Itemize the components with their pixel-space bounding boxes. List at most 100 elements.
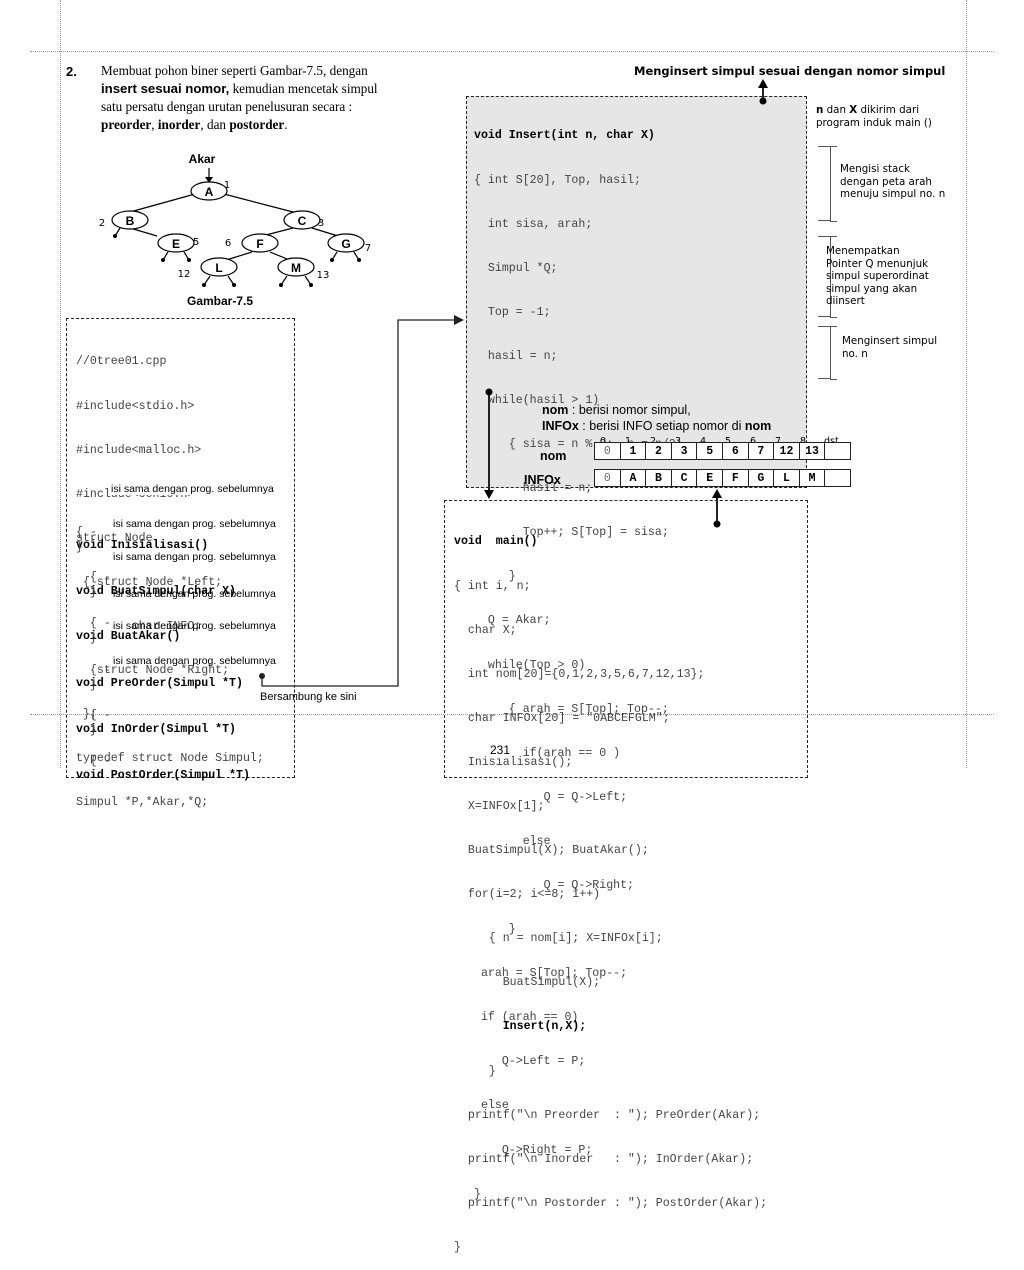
code-brace: { - (76, 664, 111, 677)
code-line: void Insert(int n, char X) (474, 129, 683, 144)
array-cell: 0 (594, 469, 621, 487)
same-note: isi sama dengan prog. sebelumnya (113, 551, 276, 563)
side-note-line: n dan X dikirim dari (816, 104, 932, 117)
side-note-line: Mengisi stack (840, 163, 910, 175)
func-signature: void PostOrder(Simpul *T) (76, 769, 250, 783)
sep: , dan (200, 117, 230, 132)
header-arrow-shaft (762, 86, 764, 100)
code-line: char INFO; (76, 619, 202, 633)
array-index: 0 (600, 436, 607, 447)
array-cell-empty (824, 442, 851, 460)
code-line: printf("\n Inorder : "); InOrder(Akar); (454, 1152, 754, 1166)
func-inorder: void InOrder(Simpul *T) (76, 694, 236, 753)
code-line: void main() (454, 535, 767, 550)
code-line: void BuatSimpul(char X) (76, 585, 236, 600)
tree-node-label: M (291, 261, 301, 275)
func-signature: void PreOrder(Simpul *T) (76, 677, 243, 691)
array-cell: 2 (645, 442, 672, 460)
problem-line-1: Membuat pohon biner seperti Gambar-7.5, … (101, 63, 368, 78)
legend-bold: nom (744, 419, 772, 433)
code-line: typedef struct Node Simpul; (76, 752, 264, 766)
code-brace: { - (76, 526, 97, 539)
tree-node-label: G (341, 237, 350, 251)
tree-node-number: 5 (193, 237, 199, 248)
legend-nom: nom : berisi nomor simpul, (542, 402, 771, 418)
code-line: #include<malloc.h> (76, 443, 202, 457)
infox-array-label: INFOx (524, 473, 561, 487)
code-line: hasil = n; (474, 349, 558, 363)
array-index: 8 (800, 436, 807, 447)
code-line: } (474, 570, 516, 584)
code-brace: { - (76, 709, 111, 722)
same-note: isi sama dengan prog. sebelumnya (113, 518, 276, 530)
code-line: Top++; S[Top] = sisa; (474, 526, 669, 540)
side-note-insert: Menginsert simpul no. n (842, 335, 937, 360)
func-preorder: void PreOrder(Simpul *T) (76, 648, 243, 707)
side-note-params: n dan X dikirim dari program induk main … (816, 104, 932, 129)
insert-call: Insert(n,X); (454, 1020, 587, 1034)
word-postorder: postorder (229, 117, 285, 132)
tree-root-label: Akar (189, 152, 216, 166)
header-note: Menginsert simpul sesuai dengan nomor si… (634, 64, 946, 78)
up-arrow-icon (758, 79, 768, 105)
figure-caption: Gambar-7.5 (187, 294, 253, 308)
code-line: #include<stdio.h> (76, 399, 195, 413)
code-line: { int S[20], Top, hasil; (474, 173, 641, 187)
code-line: } (454, 1240, 461, 1254)
same-note: isi sama dengan prog. sebelumnya (113, 588, 276, 600)
array-index: 4 (700, 436, 707, 447)
insert-bracket (830, 326, 837, 380)
array-cell: 13 (798, 442, 826, 460)
code-line: printf("\n Preorder : "); PreOrder(Akar)… (454, 1108, 761, 1122)
code-line: Insert(n,X); (454, 1020, 767, 1035)
code-line: Top = -1; (474, 305, 551, 319)
array-cell: 1 (619, 442, 647, 460)
array-cell: 5 (696, 442, 723, 460)
word-preorder: preorder (101, 117, 152, 132)
code-line: printf("\n Postorder : "); PostOrder(Aka… (454, 1196, 768, 1210)
side-note-line: dengan peta arah (840, 175, 932, 188)
array-cell: A (619, 469, 647, 487)
array-index: 1 (625, 436, 632, 447)
side-note-line: Menginsert simpul (842, 335, 938, 347)
code-brace: { - (76, 617, 111, 630)
array-index: 2 (650, 436, 657, 447)
func-buatakar: void BuatAkar() (76, 601, 180, 660)
code-line: while(hasil > 1) (474, 393, 600, 407)
bracket-tick (818, 220, 830, 221)
func-buatsimpul: void BuatSimpul(char X) (76, 556, 236, 615)
func-signature: void BuatAkar() (76, 630, 181, 644)
code-brace: } (76, 541, 83, 554)
code-line: X=INFOx[1]; (454, 799, 545, 813)
side-note-line: Pointer Q menunjuk (826, 257, 929, 270)
tree-node-label: E (172, 237, 180, 251)
text: dikirim dari (857, 104, 920, 116)
side-note-line: simpul superordinat (826, 270, 929, 282)
tree-node-number: 3 (318, 218, 324, 229)
array-cell: L (773, 469, 800, 487)
code-line: BuatSimpul(X); BuatAkar(); (454, 844, 649, 858)
code-line: void PreOrder(Simpul *T) (76, 677, 243, 692)
sep: . (284, 117, 288, 132)
continued-note: Bersambung ke sini (260, 691, 357, 703)
up-arrow-shaft (716, 494, 718, 524)
same-note: isi sama dengan prog. sebelumnya (113, 655, 276, 667)
array-cell: G (747, 469, 775, 487)
page-number: 231 (488, 743, 513, 757)
code-line: } (454, 1064, 496, 1078)
side-note-pointer: Menempatkan Pointer Q menunjuk simpul su… (826, 245, 929, 308)
same-note: isi sama dengan prog. sebelumnya (111, 483, 274, 495)
array-cell: C (670, 469, 698, 487)
code-line: int nom[20]={0,1,2,3,5,6,7,12,13}; (454, 667, 705, 681)
side-note-line: program induk main () (816, 116, 932, 129)
code-line: char INFOx[20] = "0ABCEFGLM"; (454, 711, 670, 725)
page-guide-bottom (30, 714, 994, 715)
tree-node-label: F (256, 237, 263, 251)
pointer-bracket (830, 236, 837, 318)
word-inorder: inorder (157, 117, 201, 132)
nom-array: 0 1 2 3 5 6 7 12 13 (594, 442, 851, 460)
tree-node-number: 1 (224, 180, 230, 191)
page-guide-left (60, 0, 61, 768)
code-line: }; (76, 708, 97, 722)
func-signature: void Inisialisasi() (76, 539, 209, 553)
